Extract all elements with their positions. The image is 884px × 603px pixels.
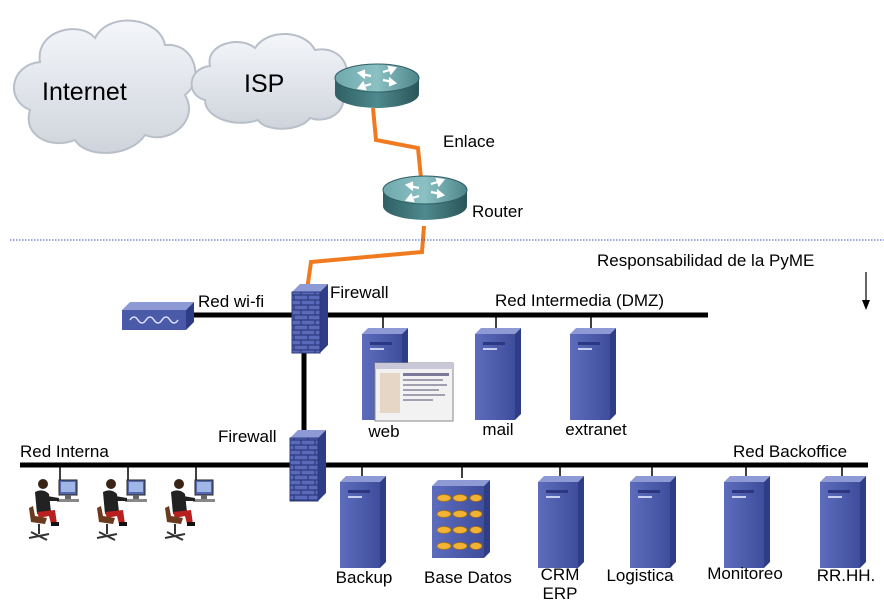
firewall-top-icon [291,284,328,354]
monitoring-label: Monitoreo [707,564,783,583]
web-label: web [368,422,400,441]
crm-erp-server-icon [538,476,584,568]
database-server-icon [432,480,490,558]
router-icon [381,174,469,222]
enlace-label: Enlace [443,132,495,151]
web-page-icon [374,362,454,422]
mail-label: mail [482,420,514,439]
isp-router-icon [333,62,421,110]
backup-server-icon [340,476,386,568]
firewall-bottom-icon [289,430,326,502]
firewall-bottom-label: Firewall [218,427,277,446]
mail-server-icon [475,328,521,420]
hr-label: RR.HH. [816,566,876,585]
erp-label: ERP [542,584,578,603]
router-firewall-link [305,225,426,291]
internet-label: Internet [42,78,127,106]
extranet-label: extranet [565,420,627,439]
wifi-access-point-icon [122,302,194,330]
user-workstation-icon [28,478,80,541]
router-label: Router [472,202,524,221]
logistics-server-icon [630,476,676,568]
extranet-server-icon [570,328,616,420]
dmz-network-label: Red Intermedia (DMZ) [495,291,665,310]
isp-cloud [190,33,348,130]
internet-cloud [13,19,197,154]
firewall-top-label: Firewall [330,283,389,302]
internal-network-label: Red Interna [20,442,109,461]
monitoring-server-icon [724,476,770,568]
backup-label: Backup [335,568,393,587]
enlace-link [371,107,423,179]
user-workstation-icon [164,478,216,541]
down-arrow-icon [862,272,870,310]
backoffice-network-label: Red Backoffice [733,442,848,461]
responsibility-label: Responsabilidad de la PyME [597,251,815,270]
hr-server-icon [820,476,866,568]
wifi-network-label: Red wi-fi [198,292,265,311]
isp-label: ISP [244,70,285,98]
database-label: Base Datos [424,568,512,587]
user-workstation-icon [96,478,148,541]
crm-label: CRM [540,565,580,584]
logistics-label: Logistica [606,566,674,585]
